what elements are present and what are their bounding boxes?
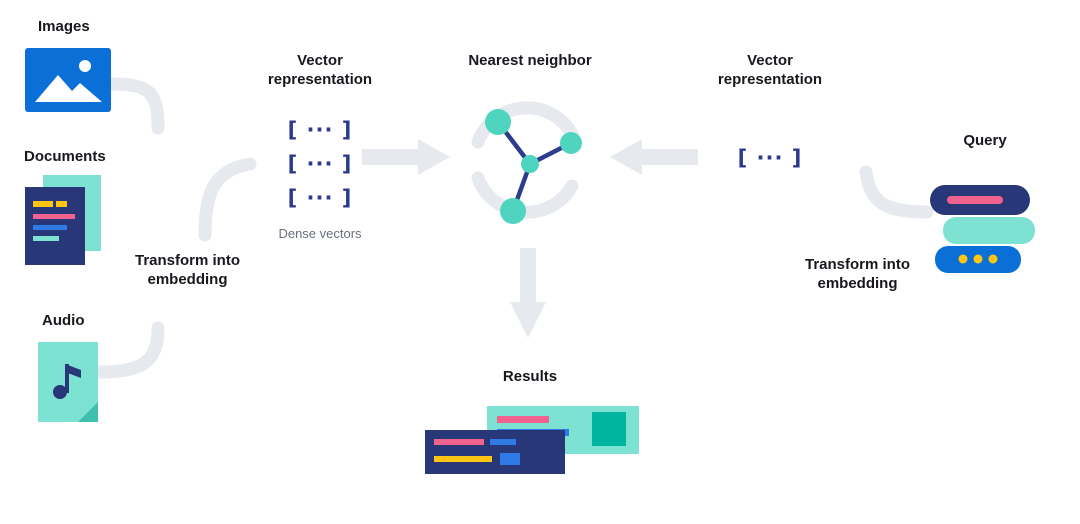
nearest-neighbor-graph-icon bbox=[452, 82, 602, 242]
query-vector-row: [ ··· ] bbox=[737, 146, 803, 170]
audio-icon bbox=[36, 340, 100, 426]
documents-icon bbox=[25, 175, 105, 267]
dense-vector-row-3: [ ··· ] bbox=[287, 186, 353, 210]
transform-into-embedding-right-label: Transform into embedding bbox=[804, 256, 910, 292]
results-icon bbox=[420, 396, 648, 484]
arrow-right-icon bbox=[362, 139, 450, 175]
dense-vectors-caption: Dense vectors bbox=[278, 226, 362, 241]
audio-label: Audio bbox=[42, 312, 85, 329]
query-label: Query bbox=[963, 132, 1007, 149]
pipe-to-vectors bbox=[198, 157, 257, 242]
images-label: Images bbox=[38, 18, 90, 35]
pipe-audio bbox=[93, 321, 165, 379]
transform-into-embedding-left-label: Transform into embedding bbox=[134, 252, 240, 288]
nearest-neighbor-title: Nearest neighbor bbox=[468, 52, 592, 69]
arrow-left-icon bbox=[610, 139, 698, 175]
dense-vector-row-2: [ ··· ] bbox=[287, 152, 353, 176]
results-label: Results bbox=[502, 368, 558, 385]
pipe-images bbox=[104, 77, 165, 135]
arrow-down-icon bbox=[510, 248, 546, 338]
vector-representation-left-title: Vector representation bbox=[267, 52, 373, 88]
pipe-query bbox=[859, 165, 934, 219]
dense-vector-row-1: [ ··· ] bbox=[287, 118, 353, 142]
query-icon bbox=[925, 180, 1045, 280]
vector-representation-right-title: Vector representation bbox=[717, 52, 823, 88]
images-icon bbox=[25, 48, 111, 112]
documents-label: Documents bbox=[24, 148, 106, 165]
